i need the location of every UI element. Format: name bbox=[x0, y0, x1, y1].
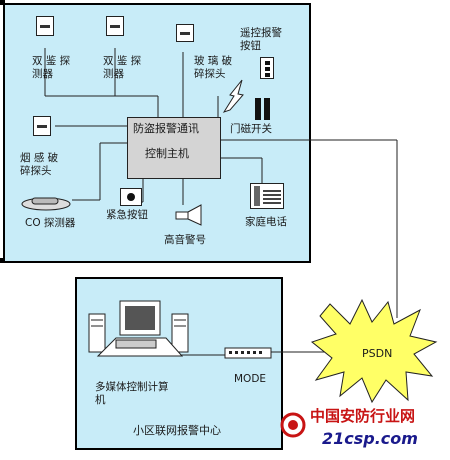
door-switch-label: 门磁开关 bbox=[230, 123, 272, 135]
emergency-button-icon bbox=[120, 188, 142, 206]
computer-workstation-icon bbox=[88, 300, 189, 357]
wireless-lightning-icon bbox=[222, 79, 244, 113]
door-switch-icon bbox=[264, 98, 270, 120]
remote-alarm-label: 遥控报警 按钮 bbox=[240, 27, 282, 52]
traffic-light-icon bbox=[260, 57, 274, 79]
emergency-button-label: 紧急按钮 bbox=[106, 209, 148, 221]
glass-break-icon bbox=[176, 24, 194, 42]
alarm-center-title: 小区联网报警中心 bbox=[133, 424, 221, 437]
site-logo-icon bbox=[280, 412, 306, 438]
alarm-host-label: 控制主机 bbox=[145, 147, 189, 160]
detector-label: 双 鉴 探 测器 bbox=[32, 55, 71, 80]
alarm-host-label: 防盗报警通讯 bbox=[133, 122, 199, 135]
smoke-sensor-icon bbox=[33, 116, 51, 136]
door-switch-icon bbox=[255, 98, 261, 120]
panel-corner-handle bbox=[0, 258, 5, 263]
detector-label: 双 鉴 探 测器 bbox=[103, 55, 142, 80]
computer-label: 多媒体控制计算 机 bbox=[95, 381, 169, 406]
watermark-site-name: 中国安防行业网 bbox=[310, 407, 416, 425]
siren-icon bbox=[175, 204, 202, 226]
dual-detector-icon bbox=[106, 16, 124, 36]
glass-break-label: 玻 璃 破 碎探头 bbox=[194, 55, 233, 80]
co-detector-label: CO 探测器 bbox=[25, 217, 76, 229]
dual-detector-icon bbox=[36, 16, 54, 36]
psdn-label: PSDN bbox=[362, 347, 393, 360]
smoke-sensor-label: 烟 感 破 碎探头 bbox=[20, 152, 59, 177]
siren-label: 高音警号 bbox=[164, 234, 206, 246]
telephone-icon bbox=[250, 183, 284, 209]
alarm-host-unit bbox=[127, 117, 221, 179]
alarm-center-panel bbox=[75, 277, 283, 450]
panel-corner-handle bbox=[0, 0, 5, 5]
modem-icon bbox=[224, 347, 272, 359]
modem-label: MODE bbox=[234, 373, 267, 385]
co-detector-icon bbox=[21, 197, 71, 211]
psdn-network-burst bbox=[310, 298, 438, 404]
home-phone-label: 家庭电话 bbox=[245, 216, 287, 228]
watermark-url: 21csp.com bbox=[322, 429, 418, 448]
